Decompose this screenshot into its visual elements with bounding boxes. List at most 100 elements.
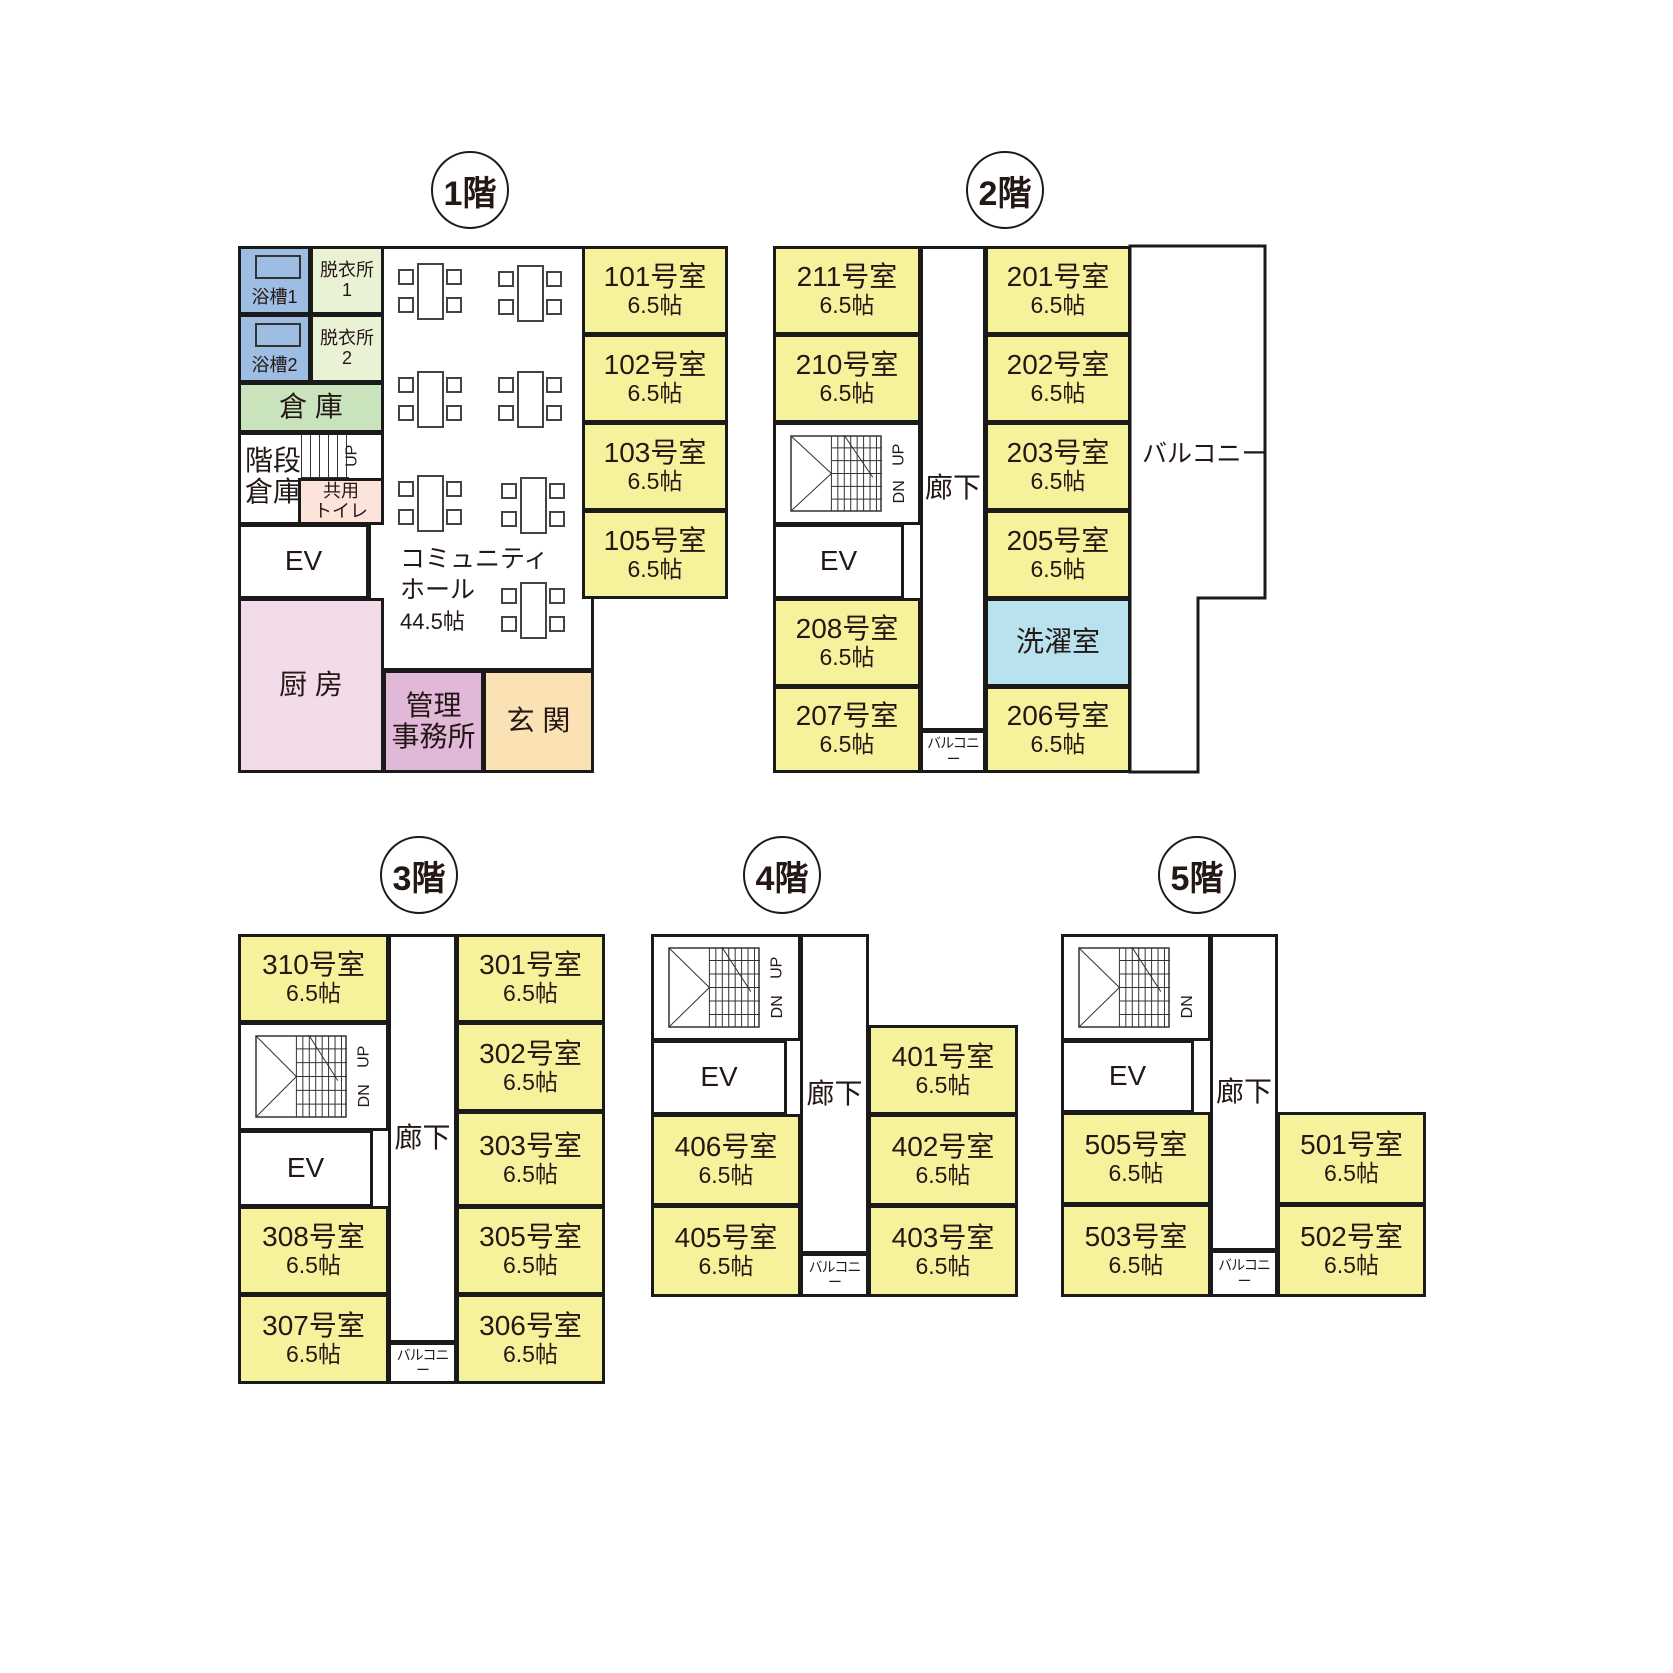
- space-label: 301号室: [479, 949, 582, 981]
- chair: [446, 481, 462, 497]
- space-label: バルコニー: [396, 1346, 450, 1378]
- space-label: バルコニー: [808, 1258, 862, 1290]
- space-label: 505号室: [1084, 1129, 1188, 1161]
- space-label: 501号室: [1300, 1129, 1403, 1161]
- space-sub-label: 2: [341, 347, 352, 368]
- space-廊下: 廊下: [920, 246, 986, 731]
- space-sub-label: 6.5帖: [503, 1068, 558, 1095]
- space-EV: EV: [238, 1130, 373, 1207]
- floor-title: 3階: [380, 836, 458, 914]
- space-label: 310号室: [262, 949, 365, 981]
- balcony-label: バルコニー: [1142, 440, 1267, 468]
- space-厨房: 厨 房: [238, 598, 384, 773]
- space-廊下: 廊下: [388, 934, 457, 1343]
- chair: [546, 405, 562, 421]
- space-label: 402号室: [891, 1130, 995, 1162]
- space-sub-label: 6.5帖: [286, 1252, 341, 1279]
- space-sub-label: 6.5帖: [819, 731, 875, 758]
- space-共用: 共用トイレ: [298, 478, 384, 525]
- space-label: 玄 関: [506, 705, 571, 737]
- chair: [398, 377, 414, 393]
- space-label: 管理: [405, 689, 462, 721]
- space-label: 211号室: [796, 261, 898, 293]
- space-sub-label: 6.5帖: [1030, 731, 1086, 758]
- chair: [398, 481, 414, 497]
- space-label: 倉 庫: [279, 391, 343, 423]
- space-label: EV: [1108, 1060, 1147, 1092]
- space-label: 廊下: [1215, 1076, 1272, 1108]
- space-sub-label: 倉庫: [245, 476, 302, 508]
- space-バルコニー: バルコニー: [920, 730, 986, 773]
- space-sub-label: 1: [341, 279, 352, 300]
- table: [417, 371, 444, 428]
- space-label: 401号室: [891, 1040, 995, 1072]
- space-label: 302号室: [479, 1037, 582, 1069]
- chair: [549, 616, 565, 632]
- stairs-icon: [255, 1035, 347, 1118]
- chair: [549, 588, 565, 604]
- space-sub-label: 6.5帖: [1030, 556, 1086, 583]
- space-label: 103号室: [603, 437, 707, 469]
- chair: [446, 509, 462, 525]
- stairs-icon: [301, 435, 349, 478]
- space-sub-label: 6.5帖: [698, 1161, 754, 1188]
- bathtub-icon: [255, 255, 301, 279]
- space-sub-label: 6.5帖: [286, 1340, 341, 1367]
- chair: [546, 299, 562, 315]
- space-label: 303号室: [479, 1129, 582, 1161]
- space-sub-label: 6.5帖: [915, 1071, 971, 1098]
- stairs: DN: [1061, 934, 1211, 1041]
- space-label: 503号室: [1084, 1221, 1188, 1253]
- chair: [501, 588, 517, 604]
- space-sub-label: 6.5帖: [1108, 1252, 1164, 1279]
- space-バルコニー: バルコニー: [800, 1253, 869, 1297]
- space-sub-label: 6.5帖: [819, 380, 875, 407]
- chair: [498, 271, 514, 287]
- space-label: 101号室: [603, 261, 707, 293]
- space-浴槽1: 浴槽1: [238, 246, 311, 315]
- space-label: 203号室: [1006, 437, 1110, 469]
- space-label: 202号室: [1006, 349, 1110, 381]
- chair: [446, 269, 462, 285]
- space-label: 102号室: [603, 349, 707, 381]
- stairs-up-label: UP: [343, 444, 361, 467]
- space-管理: 管理事務所: [383, 670, 484, 773]
- space-sub-label: 6.5帖: [819, 644, 875, 671]
- chair: [498, 405, 514, 421]
- space-label: 207号室: [795, 700, 899, 732]
- chair: [446, 405, 462, 421]
